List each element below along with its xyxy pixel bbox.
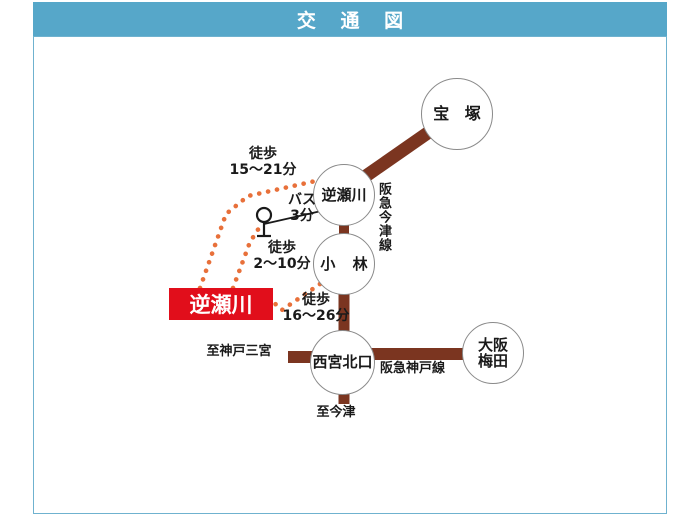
station-osaka-umeda-label: 大阪 梅田	[477, 335, 508, 370]
target-location-badge: 逆瀬川	[169, 288, 273, 320]
walk-time-to-obayashi: 徒歩 16～26分	[282, 292, 350, 325]
station-obayashi[interactable]: 小 林	[313, 233, 375, 295]
station-takarazuka[interactable]: 宝 塚	[421, 78, 493, 150]
station-nishinomiya-kitaguchi[interactable]: 西宮北口	[310, 330, 375, 395]
target-location-label: 逆瀬川	[189, 293, 253, 317]
line-label-hankyu-imazu: 阪急今津線	[376, 182, 391, 252]
station-osaka-umeda[interactable]: 大阪 梅田	[462, 322, 524, 384]
walk-time-to-sakasegawa: 徒歩 15～21分	[229, 146, 297, 179]
page-header: 交 通 図	[33, 2, 667, 36]
direction-label-sannomiya: 至神戸三宮	[206, 344, 272, 359]
page-title: 交 通 図	[296, 9, 413, 32]
station-sakasegawa[interactable]: 逆瀬川	[313, 164, 375, 226]
station-nishinomiya-kitaguchi-label: 西宮北口	[312, 353, 373, 372]
station-takarazuka-label: 宝 塚	[433, 104, 486, 124]
walk-time-to-busstop: 徒歩 2～10分	[253, 240, 311, 273]
direction-label-imazu: 至今津	[316, 405, 356, 420]
bus-time-to-sakasegawa: バス 3分	[288, 192, 316, 225]
line-label-hankyu-kobe: 阪急神戸線	[380, 361, 446, 376]
station-sakasegawa-label: 逆瀬川	[321, 185, 367, 204]
station-obayashi-label: 小 林	[320, 254, 374, 273]
